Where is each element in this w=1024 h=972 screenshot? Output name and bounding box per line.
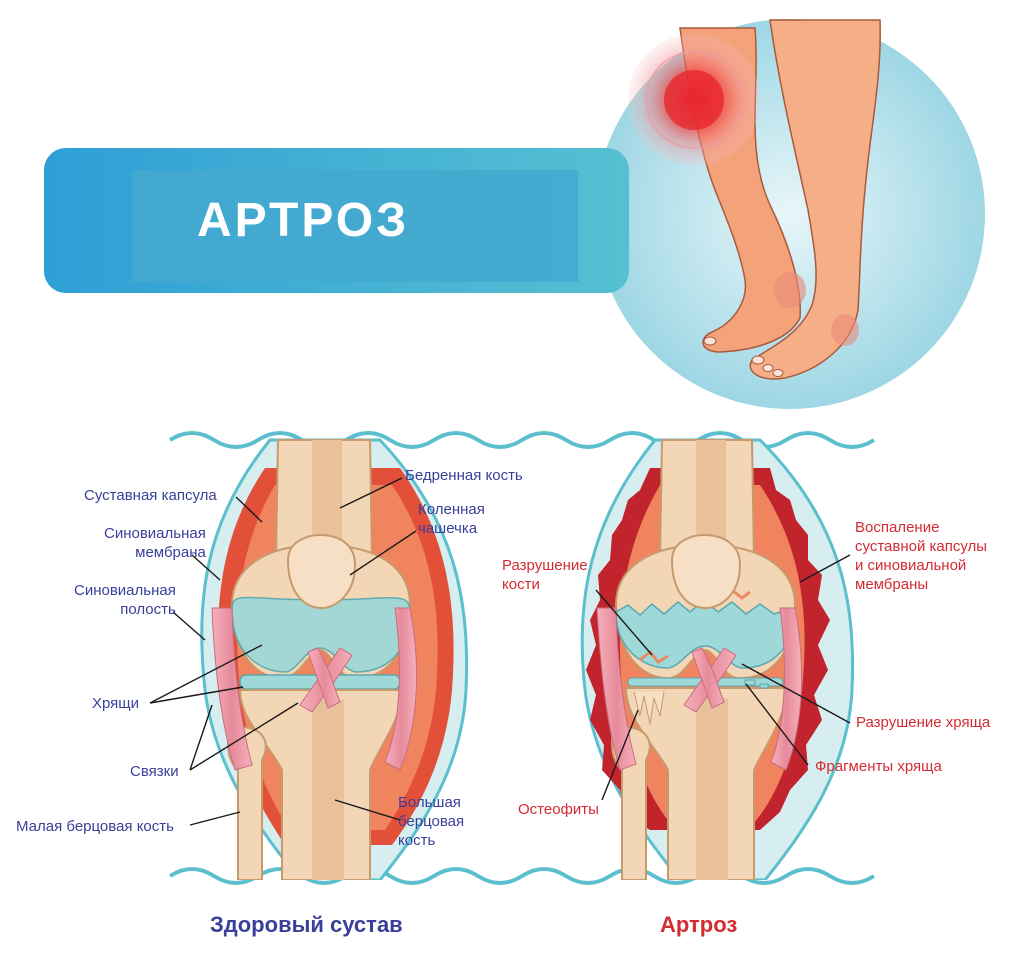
label-fibula: Малая берцовая кость (16, 818, 174, 835)
label-bone-destruction: Разрушение кости (502, 557, 588, 593)
label-patella: Коленная чашечка (418, 501, 485, 537)
label-cartilage: Хрящи (92, 695, 140, 712)
healthy-joint (200, 438, 468, 880)
arthrosis-joint (580, 438, 855, 880)
legs-illustration (595, 19, 985, 409)
caption-healthy: Здоровый сустав (210, 912, 403, 937)
label-tibia: Большая берцовая кость (398, 794, 465, 849)
leader-lines (149, 477, 851, 826)
page-title: АРТРОЗ (197, 194, 410, 247)
label-synovial-membrane: Синовиальная мембрана (104, 525, 206, 561)
right-leg (749, 19, 881, 380)
title-banner (44, 148, 629, 293)
label-capsule: Суставная капсула (84, 487, 217, 504)
caption-arthrosis: Артроз (660, 912, 738, 937)
label-cartilage-fragments: Фрагменты хряща (815, 758, 942, 775)
label-femur: Бедренная кость (405, 467, 523, 484)
label-ligaments: Связки (130, 763, 179, 780)
label-inflammation: Воспаление суставной капсулы и синовиаль… (855, 519, 988, 593)
label-osteophytes: Остеофиты (518, 801, 599, 818)
label-cartilage-destruction: Разрушение хряща (856, 714, 991, 731)
label-synovial-cavity: Синовиальная полость (74, 582, 176, 618)
